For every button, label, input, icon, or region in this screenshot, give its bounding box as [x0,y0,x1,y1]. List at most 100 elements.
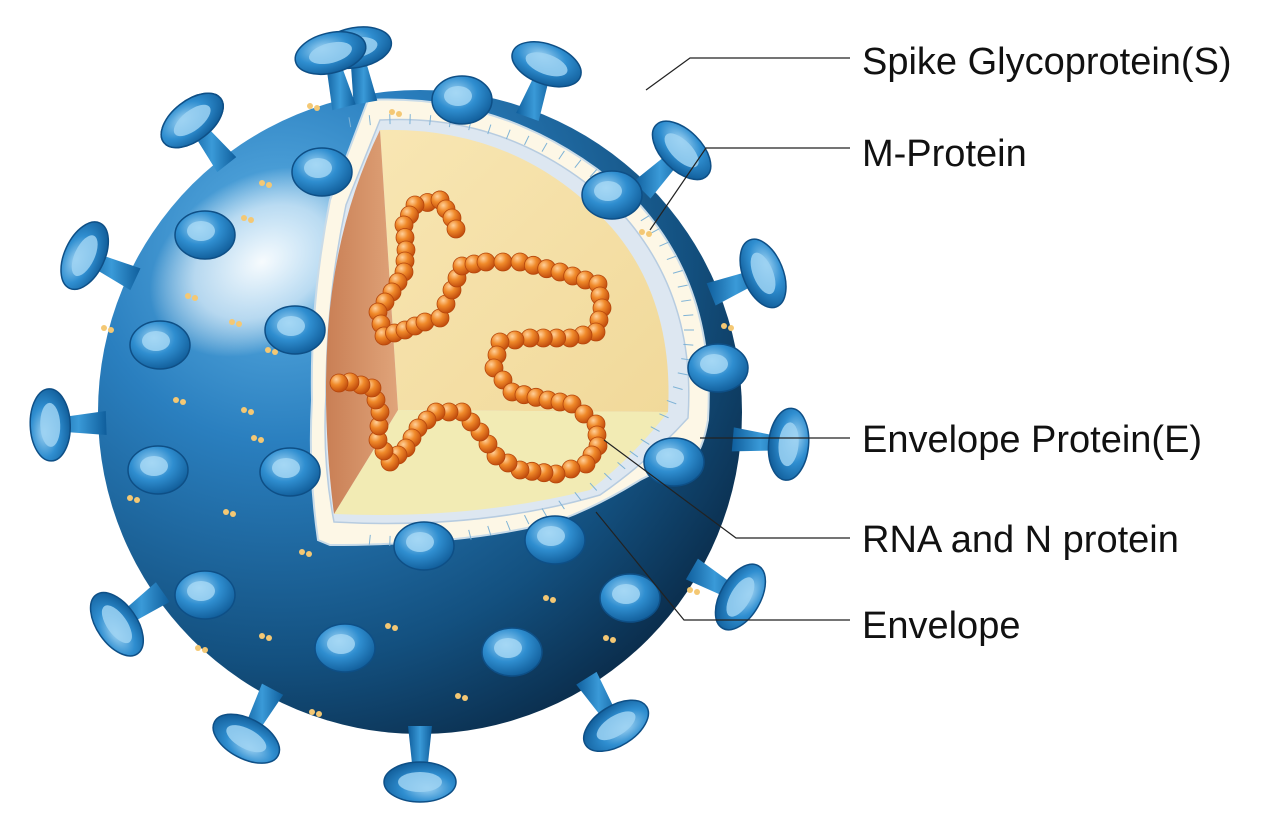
surface-dot [265,347,271,353]
spike-protein [576,671,650,753]
lipid-tick [603,472,612,481]
surface-dot [173,397,179,403]
leader-rna [603,439,850,539]
rna-strand [329,190,612,484]
spike-cap-highlight [656,448,684,468]
spike-protein [89,582,170,657]
rna-bead [329,373,349,393]
spike-protein [511,41,582,122]
spike-protein [383,726,457,803]
lipid-tick [659,241,669,247]
surface-dot [603,635,609,641]
spike-cap-highlight [71,235,98,277]
label-spike-glycoprotein: Spike Glycoprotein(S) [862,41,1232,83]
surface-dot [316,711,322,717]
label-envelope-protein: Envelope Protein(E) [862,419,1202,461]
surface-dot [180,399,186,405]
surface-dot [248,217,254,223]
lipid-tick [429,115,432,126]
spike-protein-front [599,573,661,623]
surface-dot [462,695,468,701]
surface-dot [687,587,693,593]
lipid-tick [617,462,626,470]
surface-dot [134,497,140,503]
surface-dot [455,693,461,699]
spike-cap-highlight [612,584,640,604]
surface-dot [127,495,133,501]
surface-dot [241,215,247,221]
spike-protein-front [127,445,189,495]
lipid-tick [558,500,565,510]
surface-dot [550,597,556,603]
spike-protein [685,558,767,631]
spike-protein [294,30,367,111]
surface-dot [385,623,391,629]
spike-cap-highlight [750,252,776,295]
rna-bead [446,219,466,239]
surface-dot [272,349,278,355]
leader-spike [645,57,850,91]
surface-dot [610,637,616,643]
surface-dot [259,633,265,639]
surface-dot [392,625,398,631]
lipid-tick [677,372,688,376]
spike-cap-highlight [226,725,267,753]
spike-cap-highlight [594,181,622,201]
spike-protein [633,120,712,199]
spike-cap-highlight [187,221,215,241]
rna-bead [476,252,496,272]
surface-dot [389,109,395,115]
spike-protein [160,92,237,172]
surface-dot [108,327,114,333]
surface-dot [396,111,402,117]
spike-cap-highlight [272,458,300,478]
spike-protein [212,683,284,764]
lipid-tick [629,450,639,458]
spike-protein [731,407,810,481]
spike-protein [29,388,107,462]
spike-cap-highlight [187,581,215,601]
surface-dot [307,103,313,109]
lipid-tick [487,525,492,536]
spike-cap-highlight [596,711,636,741]
surface-dot [646,231,652,237]
spike-protein-front [264,305,326,355]
lipid-tick [683,343,694,346]
spike-protein-front [431,75,493,125]
spike-proteins [29,26,810,803]
core-face [380,129,669,412]
spike-cap-highlight [726,577,755,617]
surface-dot [721,323,727,329]
lipid-tick [524,514,530,525]
spike-protein-front [581,170,643,220]
lipid-tick [589,169,598,178]
label-m-protein: M-Protein [862,133,1027,175]
surface-dot [202,647,208,653]
spike-cap-highlight [525,52,568,77]
spike-protein-front [314,623,376,673]
spike-cap-highlight [537,526,565,546]
lipid-tick [487,124,492,135]
lipid-tick [541,142,548,152]
lipid-tick [650,426,660,432]
lipid-tick [672,386,683,391]
lipid-tick [666,255,677,261]
surface-dot [192,295,198,301]
spike-cap-highlight [309,41,352,65]
surface-dot [259,180,265,186]
lipid-tick [468,529,472,540]
lipid-tick [640,215,650,222]
spike-protein-front [643,437,705,487]
label-rna-and-n-protein: RNA and N protein [862,519,1179,561]
spike-protein-front [393,521,455,571]
leader-envelope [595,511,850,621]
surface-dot [639,229,645,235]
spike-protein-front [524,515,586,565]
lipid-tick [348,117,352,128]
spike-cap-highlight [700,354,728,374]
spike-protein-front [174,210,236,260]
lipid-tick [574,159,582,168]
spike-cap-highlight [142,331,170,351]
spike-cap-highlight [101,605,132,644]
